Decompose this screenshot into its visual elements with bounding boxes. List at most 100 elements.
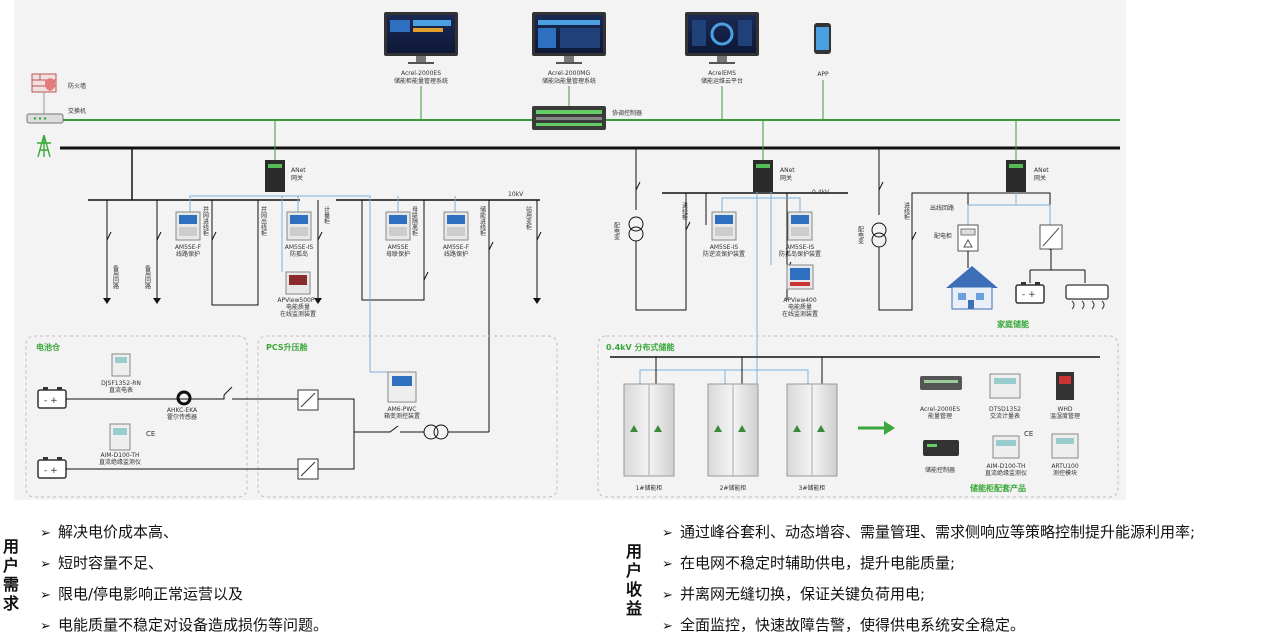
protection-device-icon <box>385 211 411 241</box>
product-model: WHD <box>1057 406 1072 413</box>
product-desc: 测控模块 <box>1053 469 1077 477</box>
need-text: 电能质量不稳定对设备造成损伤等问题。 <box>58 616 329 634</box>
gateway-icon <box>753 160 773 192</box>
gateway-icon <box>1006 160 1026 192</box>
svg-text:- +: - + <box>44 396 58 406</box>
list-item: ➢限电/停电影响正常运营以及 <box>40 583 243 604</box>
house-icon <box>946 266 998 310</box>
device-model: AM5SE-F <box>175 244 202 251</box>
breaker-switches <box>106 231 542 281</box>
ems-box-icon <box>920 376 962 390</box>
benefit-text: 在电网不稳定时辅助供电，提升电能质量; <box>680 554 956 572</box>
section-title: 0.4kV 分布式储能 <box>606 342 674 352</box>
hall-sensor-icon <box>176 390 192 406</box>
device-func: 在线监测装置 <box>280 310 316 318</box>
device-model: AM5SE-IS <box>786 244 815 251</box>
device-func: 霍尔传感器 <box>167 413 197 421</box>
protection-device-icon <box>175 211 201 241</box>
feeder-line <box>211 200 259 306</box>
pcs-converter-icon <box>297 389 319 411</box>
system-name: Acrel-2000MG <box>548 70 591 77</box>
lv-label: 出线回路 <box>930 204 954 212</box>
device-func: 线路保护 <box>444 250 468 258</box>
cabinet-label: 备用回路 <box>112 264 119 290</box>
battery-icon: - + <box>37 457 67 479</box>
power-quality-monitor-icon <box>285 271 311 295</box>
home-storage-label: 家庭储能 <box>997 319 1029 329</box>
device-model: AM5SE-IS <box>710 244 739 251</box>
section-title: 电池仓 <box>36 342 61 352</box>
monitor-icon <box>384 12 458 64</box>
arrow-bullet-icon: ➢ <box>40 557 51 572</box>
grid-tower-icon <box>37 134 51 158</box>
section-title: 储能柜配套产品 <box>969 483 1026 493</box>
arrow-bullet-icon: ➢ <box>662 557 673 572</box>
section-title: PCS升压舱 <box>266 342 309 352</box>
diagram-background <box>14 0 1126 500</box>
switch-label: 交换机 <box>68 107 86 115</box>
list-item: ➢电能质量不稳定对设备造成损伤等问题。 <box>40 614 328 635</box>
system-desc: 储能站能量管理系统 <box>542 77 596 85</box>
firewall-label: 防火墙 <box>68 82 86 90</box>
voltage-label: 0.4kV <box>812 189 830 196</box>
lv-label: 进线柜 <box>903 201 910 221</box>
feeder-line <box>655 357 823 384</box>
arrow-bullet-icon: ➢ <box>40 526 51 541</box>
lv-label: 配电变 <box>857 226 864 245</box>
need-text: 限电/停电影响正常运营以及 <box>58 585 244 603</box>
box-controller-icon <box>387 371 417 403</box>
dist-section <box>597 335 1119 498</box>
phone-icon <box>814 23 831 54</box>
protection-device-icon <box>787 211 813 241</box>
device-model: AM6-PWC <box>387 406 416 413</box>
storage-cabinet-icon <box>786 383 838 477</box>
product-model: AIM-D100-TH <box>986 463 1025 470</box>
device-func: 防逆流保护装置 <box>703 250 745 258</box>
protection-device-icon <box>711 211 737 241</box>
coordinator-icon <box>532 106 606 130</box>
device-model: DJSF1352-RN <box>101 380 141 387</box>
comm-lines <box>721 192 1051 396</box>
switch-icon <box>26 113 64 124</box>
device-model: AIM-D100-TH <box>100 452 139 459</box>
pcs-section <box>257 335 558 498</box>
arrow-icons <box>103 298 541 304</box>
product-desc: 能量管理 <box>928 412 952 420</box>
system-name: Acrel-2000ES <box>401 70 441 77</box>
product-desc: 交流计量表 <box>990 412 1020 420</box>
device-func: 直流绝缘监测仪 <box>99 458 141 466</box>
ce-mark: CE <box>146 430 155 438</box>
power-quality-monitor-icon <box>786 264 814 290</box>
dc-meter-icon <box>111 353 131 377</box>
gateway-title: ANet <box>780 167 795 174</box>
comm-lines <box>639 369 809 384</box>
gateway-title: ANet <box>291 167 306 174</box>
list-item: ➢通过峰谷套利、动态增容、需量管理、需求侧响应等策略控制提升能源利用率; <box>662 521 1195 542</box>
comm-lines <box>189 195 456 373</box>
cabinet-label: 并网进线柜 <box>202 205 209 237</box>
list-item: ➢并离网无缝切换，保证关键负荷用电; <box>662 583 925 604</box>
feeder-line <box>1029 249 1086 283</box>
battery-section <box>25 335 248 498</box>
system-name: AcrelEMS <box>708 70 736 77</box>
device-model: AM5SE-IS <box>285 244 314 251</box>
cabinet-name: 2#储能柜 <box>720 484 747 492</box>
cabinet-label: 备用回路 <box>144 264 151 290</box>
protection-device-icon <box>443 211 469 241</box>
coordinator-label: 协调控制器 <box>612 109 642 117</box>
meter-icon <box>957 224 979 252</box>
device-func: 防孤岛保护装置 <box>779 250 821 258</box>
cabinet-label: 储能进线柜 <box>479 205 486 237</box>
product-desc: 储能控制器 <box>925 466 955 474</box>
cabinet-name: 1#储能柜 <box>636 484 663 492</box>
svg-text:- +: - + <box>1022 290 1036 300</box>
device-model: APView400 <box>783 297 817 304</box>
cabinet-label: 并网出线柜 <box>260 205 267 237</box>
monitor-icon <box>685 12 759 64</box>
product-model: DTSD1352 <box>989 406 1021 413</box>
cabinet-label: 母联隔离柜 <box>411 206 418 237</box>
cabinet-name: 3#储能柜 <box>799 484 826 492</box>
insulation-monitor-icon <box>992 435 1020 459</box>
system-name: APP <box>817 71 829 78</box>
battery-icon: - + <box>1015 282 1045 304</box>
